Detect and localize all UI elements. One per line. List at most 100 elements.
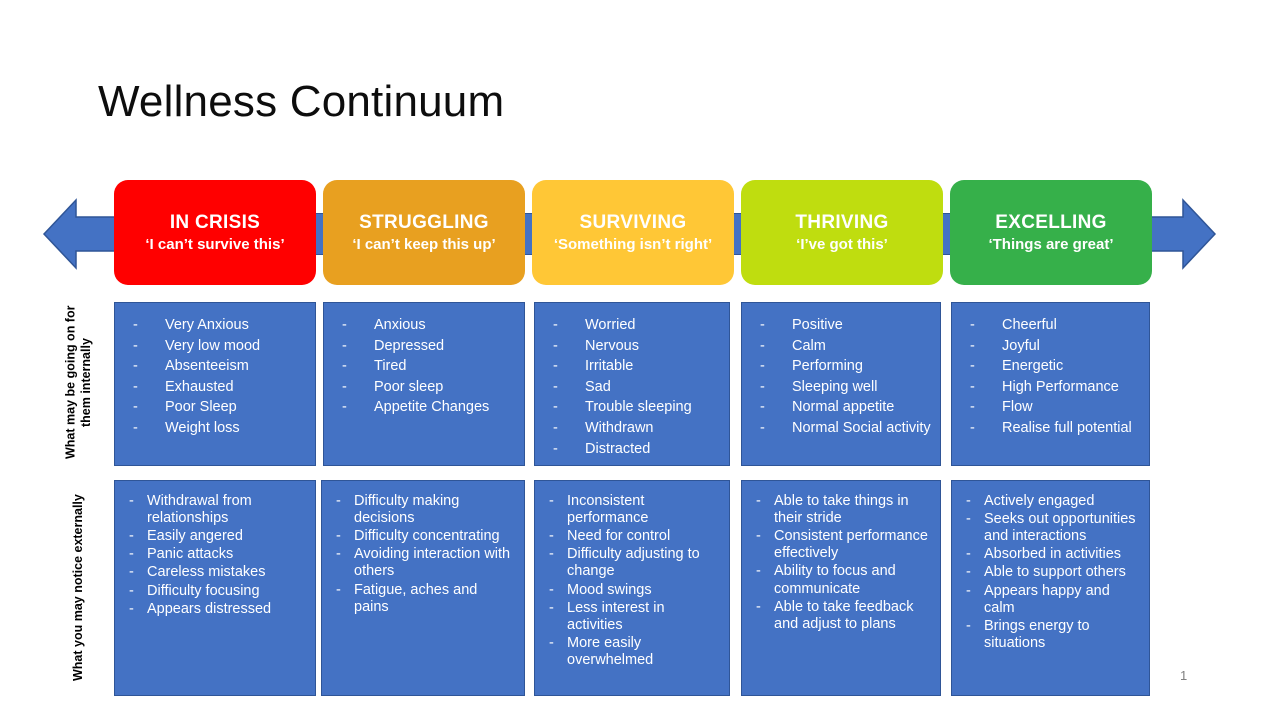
bullet-marker: - [966, 546, 971, 563]
list-item-label: Inconsistent performance [567, 493, 649, 527]
list-item-label: Poor Sleep [165, 399, 237, 416]
list-item: -Avoiding interaction with others [336, 546, 516, 580]
content-box-internal-surviving: -Worried-Nervous-Irritable-Sad-Trouble s… [534, 302, 730, 466]
list-item-label: Realise full potential [1002, 420, 1132, 437]
list-item: -Very Anxious [133, 317, 309, 334]
list-item: -More easily overwhelmed [549, 635, 721, 669]
bullet-marker: - [966, 493, 971, 509]
bullet-marker: - [970, 337, 975, 354]
bullet-marker: - [756, 598, 761, 615]
bullet-marker: - [133, 420, 138, 437]
list-item-label: Very Anxious [165, 317, 249, 333]
list-item: -Flow [970, 399, 1143, 416]
list-item: - Irritable [553, 358, 723, 375]
list-item-label: Irritable [585, 358, 634, 375]
list-item: - Normal appetite [760, 399, 934, 416]
list-item: -Inconsistent performance [549, 493, 721, 527]
list-item-label: Able to take things in their stride [774, 493, 909, 527]
bullet-marker: - [129, 600, 134, 617]
list-item-label: Absenteeism [165, 358, 249, 375]
list-item-label: Nervous [585, 337, 639, 354]
bullet-marker: - [553, 358, 558, 375]
bullet-marker: - [336, 493, 341, 509]
list-item: -Withdrawn [553, 420, 723, 437]
list-item: -Appears happy and calm [966, 583, 1141, 617]
list-item: -Tired [342, 358, 518, 375]
list-item-label: Appears happy and calm [984, 582, 1110, 616]
list-item: - Weight loss [133, 420, 309, 437]
bullet-marker: - [549, 493, 554, 509]
stage-box-thriving[interactable]: THRIVING ‘I’ve got this’ [741, 180, 943, 285]
bullet-marker: - [129, 528, 134, 545]
list-item-label: Joyful [1002, 337, 1040, 354]
bullet-marker: - [966, 511, 971, 528]
bullet-marker: - [756, 528, 761, 545]
content-box-internal-struggling: -Anxious-Depressed-Tired-Poor sleep-Appe… [323, 302, 525, 466]
list-item: -Difficulty concentrating [336, 528, 516, 545]
list-item: -High Performance [970, 379, 1143, 396]
list-item-label: High Performance [1002, 378, 1119, 395]
list-item-label: Withdrawal from relationships [147, 493, 252, 527]
list-item-label: Difficulty concentrating [354, 528, 500, 545]
list-item: -Poor sleep [342, 379, 518, 396]
list-item-label: Seeks out opportunities and interactions [984, 511, 1136, 545]
list-item: -Able to take feedback and adjust to pla… [756, 599, 932, 633]
list-item-label: Mood swings [567, 581, 652, 598]
content-box-internal-in-crisis: -Very Anxious -Very low mood - Absenteeism -… [114, 302, 316, 466]
list-item-label: Normal appetite [792, 399, 895, 416]
list-item-label: Weight loss [165, 420, 240, 437]
list-item: -Very low mood [133, 338, 309, 355]
list-item: -Appears distressed [129, 601, 307, 618]
list-item: - Sleeping well [760, 379, 934, 396]
list-item-label: Exhausted [165, 378, 234, 395]
list-item: -Fatigue, aches and pains [336, 582, 516, 616]
list-item-label: Anxious [374, 317, 426, 333]
bullet-marker: - [342, 358, 347, 375]
list-item-label: Absorbed in activities [984, 546, 1122, 563]
bullet-marker: - [760, 399, 765, 416]
bullet-marker: - [336, 581, 341, 598]
content-box-external-thriving: -Able to take things in their stride-Con… [741, 480, 941, 696]
list-item: -Absorbed in activities [966, 546, 1141, 563]
bullet-marker: - [553, 317, 558, 333]
list-item-label: Sleeping well [792, 378, 878, 395]
stage-box-surviving[interactable]: SURVIVING ‘Something isn’t right’ [532, 180, 734, 285]
list-item: -Actively engaged [966, 493, 1141, 510]
stage-box-excelling[interactable]: EXCELLING ‘Things are great’ [950, 180, 1152, 285]
list-item-label: Energetic [1002, 358, 1064, 375]
list-item: -Able to support others [966, 564, 1141, 581]
list-item-label: Careless mistakes [147, 564, 266, 581]
list-item-label: Very low mood [165, 337, 261, 354]
bullet-marker: - [342, 378, 347, 395]
stage-box-in-crisis[interactable]: IN CRISIS ‘I can’t survive this’ [114, 180, 316, 285]
list-item: - Appetite Changes [342, 399, 518, 416]
list-item: -Trouble sleeping [553, 399, 723, 416]
row-label-internal: What may be going on for them internally [63, 305, 93, 460]
bullet-marker: - [760, 378, 765, 395]
stage-box-struggling[interactable]: STRUGGLING ‘I can’t keep this up’ [323, 180, 525, 285]
list-item: -Difficulty making decisions [336, 493, 516, 527]
content-box-internal-excelling: -Cheerful-Joyful-Energetic-High Performa… [951, 302, 1150, 466]
list-item: -Realise full potential [970, 420, 1143, 437]
bullet-marker: - [756, 493, 761, 509]
list-item: -Energetic [970, 358, 1143, 375]
bullet-marker: - [760, 420, 765, 437]
bullet-list: -Inconsistent performance-Need for contr… [535, 481, 729, 669]
list-item: -Poor Sleep [133, 399, 309, 416]
bullet-list: -Cheerful-Joyful-Energetic-High Performa… [952, 303, 1149, 437]
list-item-label: Appetite Changes [374, 399, 490, 416]
bullet-list: -Very Anxious -Very low mood - Absenteeism -… [115, 303, 315, 437]
list-item-label: Difficulty adjusting to change [567, 546, 700, 580]
content-box-external-struggling: -Difficulty making decisions-Difficulty … [321, 480, 525, 696]
list-item: -Positive [760, 317, 934, 334]
bullet-marker: - [760, 337, 765, 354]
bullet-marker: - [342, 399, 347, 416]
list-item: -Sad [553, 379, 723, 396]
list-item-label: Difficulty focusing [147, 582, 260, 599]
list-item-label: Flow [1002, 399, 1033, 416]
bullet-marker: - [966, 582, 971, 599]
list-item: -Nervous [553, 338, 723, 355]
list-item-label: Calm [792, 337, 826, 354]
bullet-list: -Difficulty making decisions-Difficulty … [322, 481, 524, 616]
list-item: -Difficulty focusing [129, 583, 307, 600]
